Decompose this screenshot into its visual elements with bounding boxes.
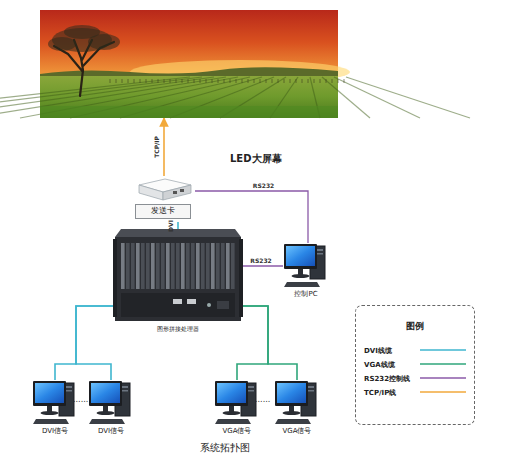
- sender-device: [133, 176, 195, 202]
- legend-text: VGA线缆: [364, 360, 395, 370]
- node-label: 控制PC: [283, 291, 329, 299]
- legend-text: TCP/IP线: [364, 388, 396, 398]
- control-pc: 控制PC: [283, 243, 329, 301]
- legend-box: 图例 DVI线缆 VGA线缆 RS232控制线 TCP/IP线: [355, 305, 475, 425]
- source-pc: VGA信号: [214, 380, 260, 438]
- computer-icon: [274, 380, 320, 426]
- legend-row: TCP/IP线: [364, 388, 472, 398]
- source-pc: DVI信号: [32, 380, 78, 438]
- computer-icon: [32, 380, 78, 426]
- landscape-picture: [40, 10, 338, 118]
- legend-row: DVI线缆: [364, 346, 472, 356]
- ellipsis-dots: ......: [73, 396, 88, 404]
- node-label: VGA信号: [274, 428, 320, 436]
- edge-label: RS232: [253, 183, 274, 189]
- node-label: 图形拼接处理器: [113, 326, 243, 333]
- connector: [55, 306, 113, 380]
- legend-text: DVI线缆: [364, 346, 392, 356]
- source-pc: DVI信号: [88, 380, 134, 438]
- edge-label: RS232: [250, 258, 271, 264]
- connector: [243, 265, 283, 266]
- node-label: DVI信号: [88, 428, 134, 436]
- connector: [237, 306, 268, 380]
- node-label: DVI信号: [32, 428, 78, 436]
- computer-icon: [214, 380, 260, 426]
- legend-text: RS232控制线: [364, 374, 410, 384]
- legend-title: 图例: [356, 320, 474, 333]
- computer-icon: [88, 380, 134, 426]
- connector: [243, 306, 297, 380]
- legend-line: [420, 346, 468, 354]
- connector: [76, 306, 113, 380]
- node-label: LED大屏幕: [230, 153, 282, 164]
- edge-label: TCP/IP: [154, 136, 160, 158]
- edge-label: DVI: [168, 220, 174, 232]
- rack-chassis: [113, 229, 243, 323]
- node-label: 发送卡: [135, 204, 191, 219]
- caption: 系统拓扑图: [150, 441, 300, 455]
- sender-card: 发送卡: [133, 176, 195, 222]
- connector: [177, 222, 179, 229]
- graphics-processor: 图形拼接处理器: [113, 229, 243, 337]
- computer-icon: [283, 243, 329, 289]
- source-pc: VGA信号: [274, 380, 320, 438]
- legend-row: RS232控制线: [364, 374, 472, 384]
- ellipsis-dots: ......: [255, 396, 270, 404]
- legend-line: [420, 374, 468, 382]
- connector: [163, 118, 165, 176]
- legend-line: [420, 360, 468, 368]
- node-label: VGA信号: [214, 428, 260, 436]
- legend-row: VGA线缆: [364, 360, 472, 370]
- led-screen: LED大屏幕: [40, 10, 338, 118]
- legend-line: [420, 388, 468, 396]
